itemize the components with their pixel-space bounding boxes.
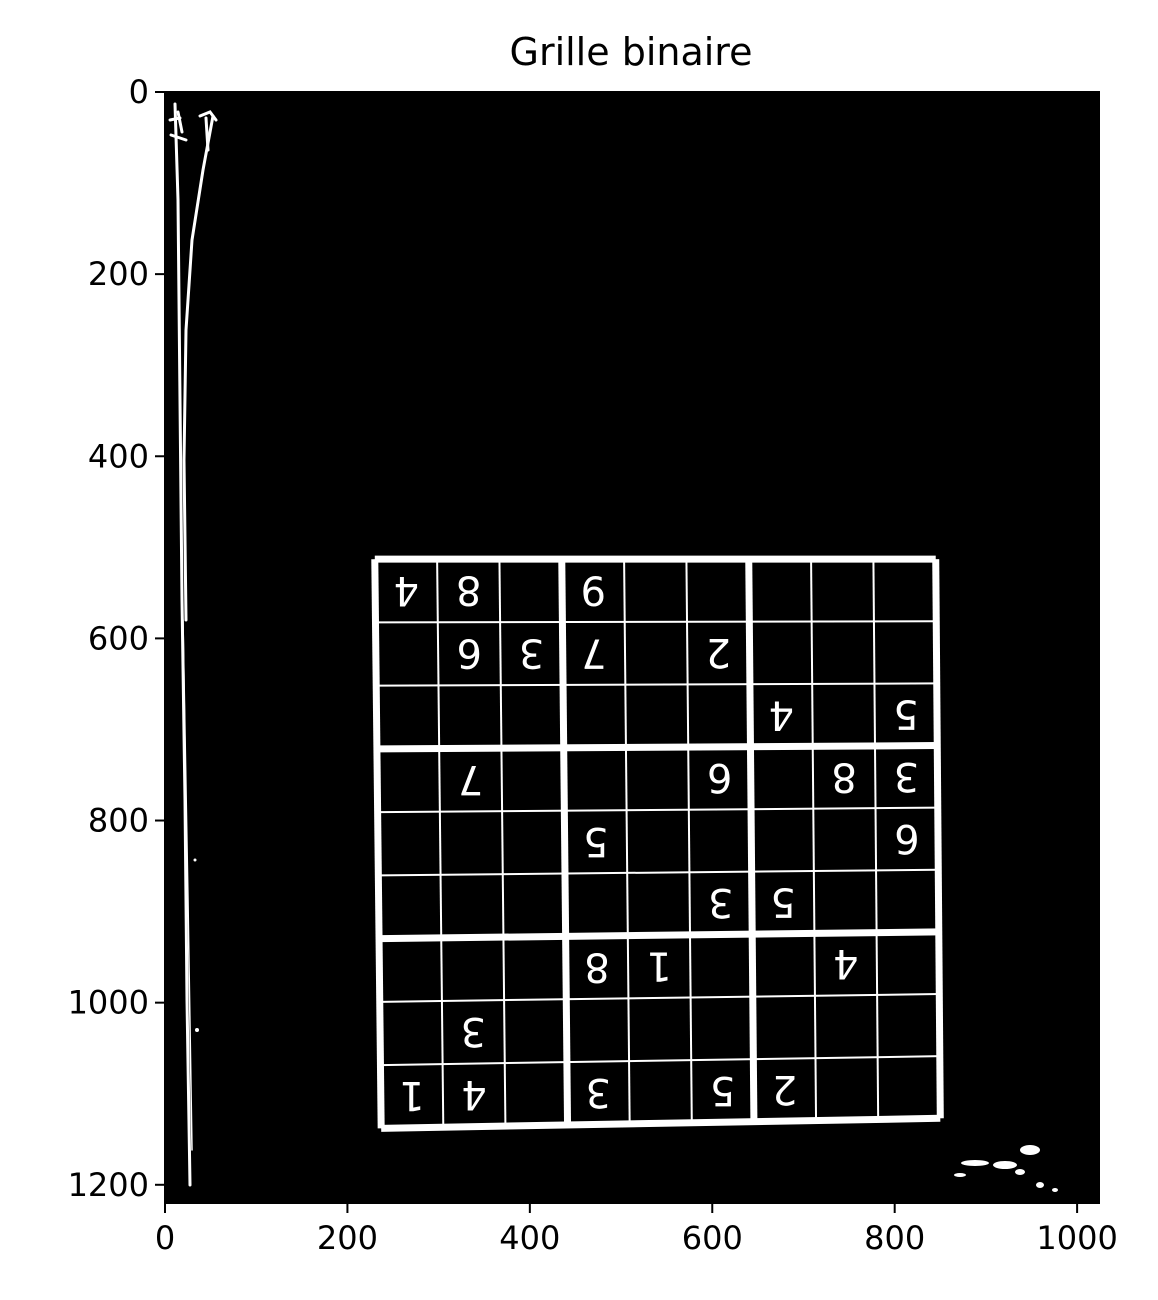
grid-vertical-line [558,559,572,1126]
sudoku-digit: 7 [458,756,483,802]
grid-vertical-line [932,559,944,1119]
sudoku-digit: 4 [833,940,858,986]
grid-vertical-line [810,559,818,1121]
grid-vertical-line [685,559,693,1123]
grid-horizontal-line [378,868,939,877]
x-tick-label: 0 [155,1219,175,1257]
sudoku-digit: 8 [831,753,856,799]
axes-frame [164,91,1100,1204]
sudoku-digit: 4 [769,691,794,737]
grid-horizontal-line [377,806,938,814]
x-tick-label: 400 [499,1219,560,1257]
grid-vertical-line [872,559,880,1120]
x-tick-label: 600 [682,1219,743,1257]
sudoku-digit: 5 [770,879,795,925]
sudoku-digit: 3 [586,1069,611,1115]
sudoku-digit: 5 [893,691,918,737]
grid-vertical-line [498,559,507,1127]
x-tick-label: 200 [317,1219,378,1257]
grid-vertical-line [436,559,445,1128]
y-tick-label: 200 [88,255,149,293]
sudoku-digit: 4 [461,1071,486,1117]
y-tick-label: 1200 [68,1166,149,1204]
y-tick-label: 600 [88,619,149,657]
sudoku-grid [371,555,944,1132]
grid-horizontal-line [376,682,937,687]
left-edge-artifacts [168,102,218,1187]
grid-horizontal-line [376,742,938,753]
sudoku-digit: 1 [646,943,671,989]
grid-horizontal-line [375,620,937,624]
grid-horizontal-line [381,1114,941,1132]
x-tick-label: 800 [864,1219,925,1257]
sudoku-digit: 6 [894,815,919,861]
sudoku-digit: 6 [457,630,482,676]
sudoku-digit: 1 [399,1072,424,1118]
grid-vertical-line [371,559,385,1129]
sudoku-digit: 3 [708,879,733,925]
sudoku-digit: 2 [772,1066,797,1112]
sudoku-digit: 6 [707,754,732,800]
sudoku-digit: 8 [584,943,609,989]
sudoku-digit: 3 [894,753,919,799]
y-axis: 0 200 400 600 800 1000 1200 [68,73,165,1204]
grid-horizontal-line [380,1055,940,1067]
grid-horizontal-line [379,993,940,1003]
grid-vertical-line [623,559,631,1124]
y-tick-label: 400 [88,437,149,475]
sudoku-digit: 5 [583,818,608,864]
chart-title: Grille binaire [510,30,753,74]
sudoku-digit: 3 [519,630,544,676]
binary-image-background [165,92,1099,1203]
sudoku-digit: 8 [456,567,481,613]
sudoku-digit: 9 [581,567,606,613]
grid-vertical-line [745,559,758,1122]
sudoku-digit: 7 [581,629,606,675]
y-tick-label: 0 [129,73,149,111]
sudoku-digit: 4 [394,567,419,613]
x-axis: 0 200 400 600 800 1000 [155,1203,1118,1257]
axes [164,91,1100,1204]
y-tick-label: 1000 [68,984,149,1022]
grid-horizontal-line [378,928,939,943]
sudoku-digit: 5 [710,1067,735,1113]
bottom-right-artifacts [954,1145,1058,1192]
x-tick-label: 1000 [1036,1219,1117,1257]
sudoku-digit: 2 [706,629,731,675]
y-tick-label: 800 [88,802,149,840]
sudoku-digit: 3 [461,1008,486,1054]
